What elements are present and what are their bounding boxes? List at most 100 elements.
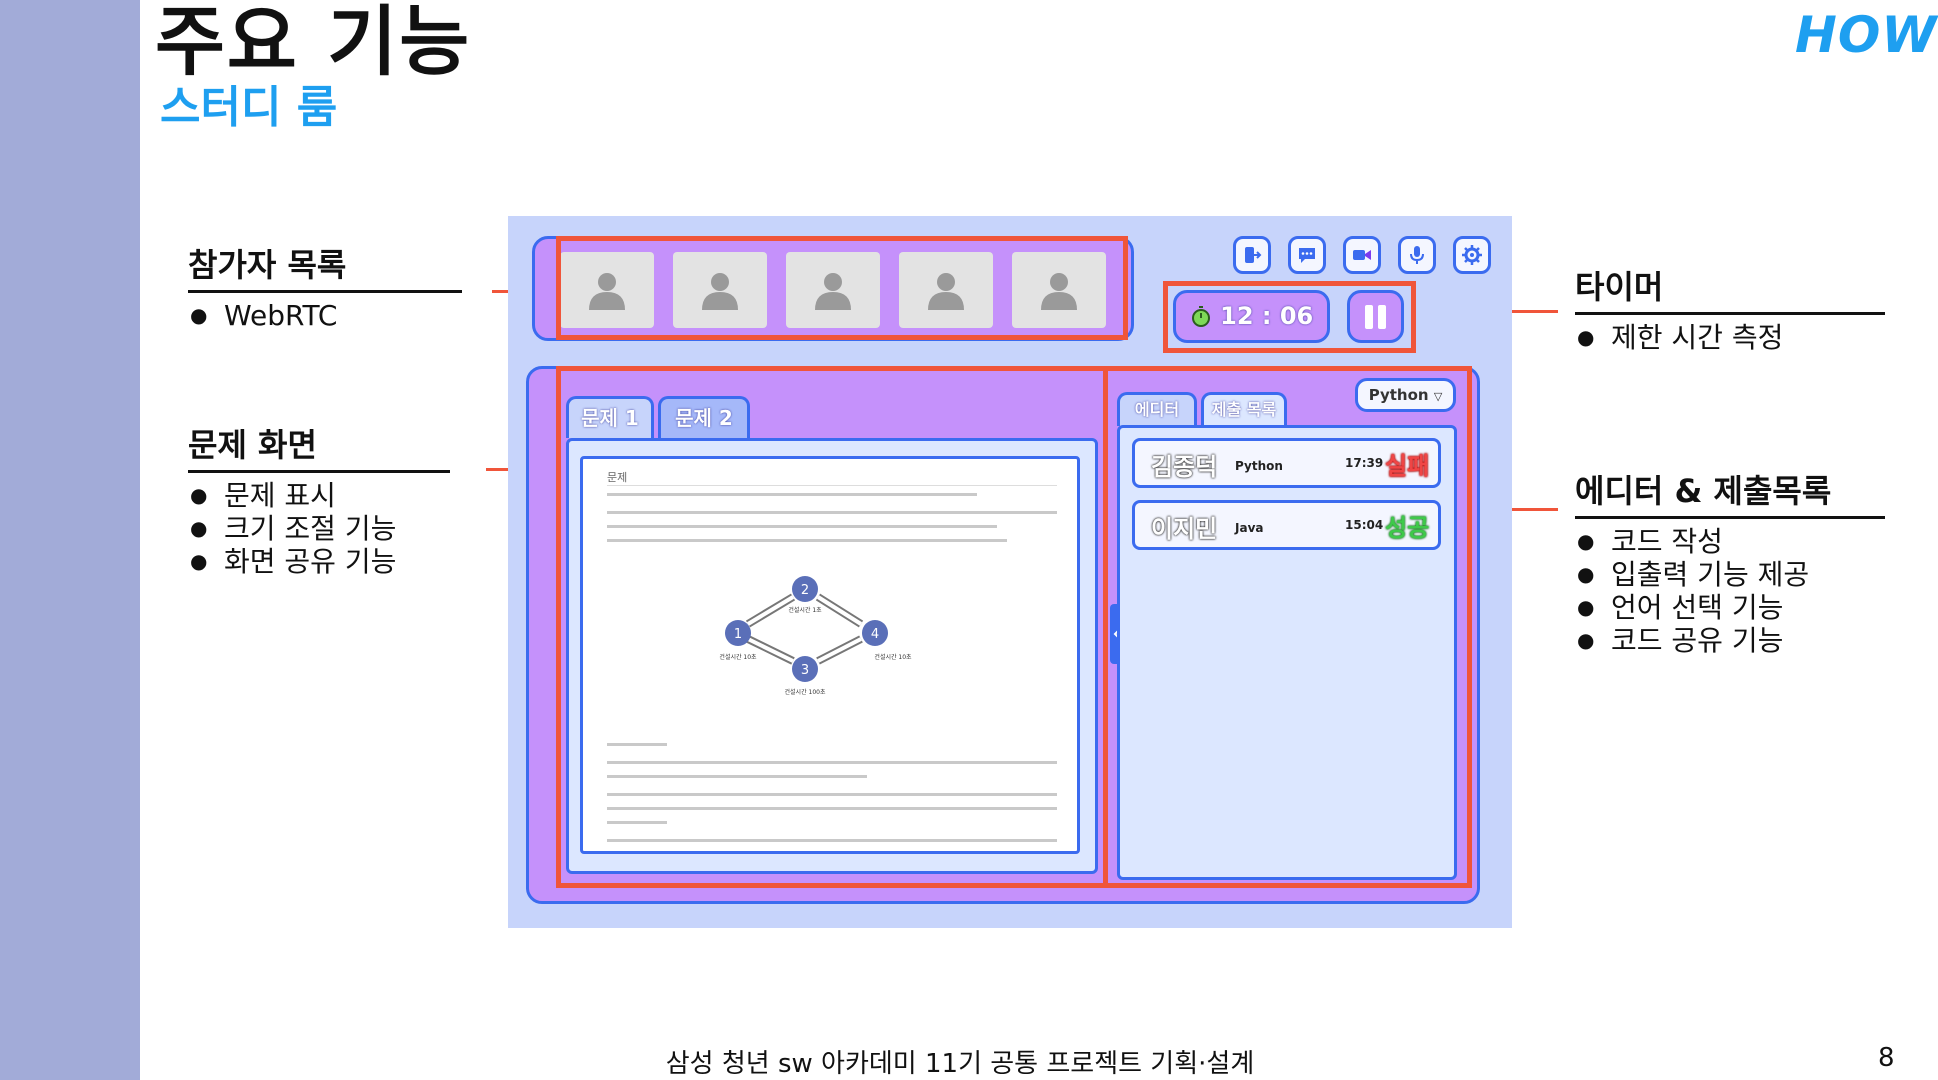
problem-heading-divider: [607, 485, 1057, 486]
connector-editor: [1468, 508, 1558, 511]
pause-icon: [1365, 305, 1386, 329]
highlight-editor: [1103, 366, 1472, 888]
how-logo: HOW: [1795, 6, 1938, 64]
submission-result: 성공: [1385, 514, 1430, 542]
diagram-arrow-inner: [746, 595, 863, 663]
settings-gear-icon: [1462, 245, 1482, 265]
participant-video-tile[interactable]: [560, 252, 654, 328]
callout-problem-item: 문제 표시: [190, 479, 450, 512]
settings-button[interactable]: [1453, 236, 1491, 274]
diagram-time-label: 건설시간 10초: [874, 653, 912, 661]
callout-editor-item: 입출력 기능 제공: [1577, 558, 1885, 591]
page-number: 8: [1878, 1043, 1895, 1073]
highlight-timer: [1163, 281, 1416, 353]
callout-editor-item: 언어 선택 기능: [1577, 591, 1885, 624]
language-select[interactable]: Python ▽: [1355, 378, 1456, 412]
problem-diagram: 1 2 3 4 건설시간 10초 건설시간 1초 건설시간 100초 건설시간 …: [719, 576, 912, 696]
problem-text-line: [607, 775, 867, 778]
callout-timer: 타이머 제한 시간 측정: [1575, 262, 1885, 354]
timer-display: 12 : 06: [1173, 290, 1330, 343]
callout-participants-list: WebRTC: [188, 299, 462, 332]
participant-video-tile[interactable]: [899, 252, 993, 328]
submission-language: Python: [1235, 459, 1283, 473]
video-camera-icon: [1353, 250, 1371, 260]
submission-item[interactable]: 이지민 Java 15:04 성공: [1132, 500, 1441, 550]
callout-participants-title: 참가자 목록: [188, 240, 462, 293]
diagram-node-label: 3: [801, 663, 809, 678]
submission-user: 이지민: [1151, 515, 1218, 543]
pause-button[interactable]: [1347, 290, 1404, 343]
highlight-problem: [556, 366, 1108, 888]
callout-editor-item: 코드 공유 기능: [1577, 624, 1885, 657]
callout-problem: 문제 화면 문제 표시 크기 조절 기능 화면 공유 기능: [188, 420, 450, 578]
user-silhouette-icon: [1041, 273, 1077, 310]
diagram-node-label: 1: [734, 627, 742, 642]
problem-document[interactable]: 문제 1 2 3 4 건설시간 10초 건설시간 1초 건설시간 100초 건설…: [580, 456, 1080, 854]
callout-problem-list: 문제 표시 크기 조절 기능 화면 공유 기능: [188, 479, 450, 578]
microphone-icon: [1410, 246, 1424, 264]
callout-editor: 에디터 & 제출목록 코드 작성 입출력 기능 제공 언어 선택 기능 코드 공…: [1575, 466, 1885, 657]
callout-problem-item: 화면 공유 기능: [190, 545, 450, 578]
participant-video-tile[interactable]: [673, 252, 767, 328]
diagram-node-label: 2: [801, 583, 809, 598]
callout-participants: 참가자 목록 WebRTC: [188, 240, 462, 332]
problem-text-line: [607, 493, 977, 496]
callout-timer-title: 타이머: [1575, 262, 1885, 315]
diagram-node-4: [862, 620, 888, 646]
callout-editor-item: 코드 작성: [1577, 525, 1885, 558]
microphone-toggle-button[interactable]: [1398, 236, 1436, 274]
diagram-time-label: 건설시간 1초: [788, 606, 822, 614]
timer-value: 12 : 06: [1220, 302, 1314, 330]
callout-timer-list: 제한 시간 측정: [1575, 321, 1885, 354]
chat-button[interactable]: [1288, 236, 1326, 274]
submission-user: 김종덕: [1151, 453, 1218, 481]
slide-footer: 삼성 청년 sw 아카데미 11기 공통 프로젝트 기획·설계: [665, 1049, 1255, 1079]
participant-video-tile[interactable]: [1012, 252, 1106, 328]
callout-problem-item: 크기 조절 기능: [190, 512, 450, 545]
problem-text-line: [607, 793, 1057, 796]
diagram-time-label: 건설시간 10초: [719, 653, 757, 661]
left-accent-bar: [0, 0, 140, 1080]
problem-text-line: [607, 761, 1057, 764]
user-silhouette-icon: [702, 273, 738, 310]
participant-video-tile[interactable]: [786, 252, 880, 328]
exit-button[interactable]: [1233, 236, 1271, 274]
user-silhouette-icon: [589, 273, 625, 310]
submission-item[interactable]: 김종덕 Python 17:39 실패: [1132, 438, 1441, 488]
tab-problem-2[interactable]: 문제 2: [658, 396, 750, 438]
submission-language: Java: [1235, 521, 1264, 535]
diagram-node-2: [792, 576, 818, 602]
callout-editor-title: 에디터 & 제출목록: [1575, 466, 1885, 519]
slide-title: 주요 기능: [155, 0, 472, 86]
camera-toggle-button[interactable]: [1343, 236, 1381, 274]
callout-timer-item: 제한 시간 측정: [1577, 321, 1885, 354]
chevron-down-icon: ▽: [1433, 390, 1443, 403]
language-select-value: Python: [1368, 386, 1429, 404]
tab-problem-1[interactable]: 문제 1: [566, 396, 654, 438]
problem-text-line: [607, 511, 1057, 514]
problem-text-line: [607, 525, 997, 528]
exit-icon: [1245, 247, 1262, 263]
diagram-node-1: [725, 620, 751, 646]
user-silhouette-icon: [815, 273, 851, 310]
diagram-time-label: 건설시간 100초: [785, 688, 826, 696]
callout-editor-list: 코드 작성 입출력 기능 제공 언어 선택 기능 코드 공유 기능: [1575, 525, 1885, 657]
submission-time: 15:04: [1345, 518, 1384, 532]
problem-heading: 문제: [607, 471, 628, 484]
slide-subtitle: 스터디 룸: [160, 82, 338, 133]
user-silhouette-icon: [928, 273, 964, 310]
problem-text-line: [607, 839, 1057, 842]
submission-result: 실패: [1385, 452, 1430, 480]
callout-problem-title: 문제 화면: [188, 420, 450, 473]
problem-text-line: [607, 821, 667, 824]
chat-icon: [1299, 248, 1315, 263]
problem-text-line: [607, 807, 1057, 810]
callout-participants-item: WebRTC: [190, 299, 462, 332]
diagram-node-label: 4: [871, 627, 879, 642]
tab-editor[interactable]: 에디터: [1117, 392, 1197, 426]
problem-text-line: [607, 743, 667, 746]
diagram-node-3: [792, 656, 818, 682]
submission-time: 17:39: [1345, 456, 1384, 470]
tab-submission-list[interactable]: 제출 목록: [1201, 392, 1287, 426]
highlight-participants: [556, 236, 1128, 340]
